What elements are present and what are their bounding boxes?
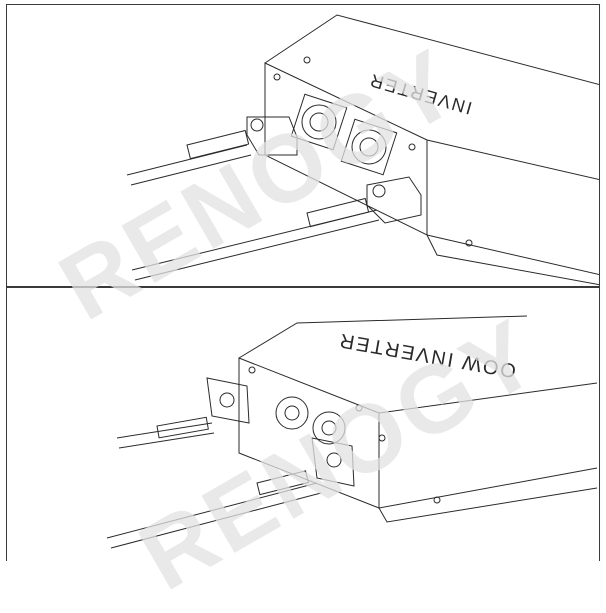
- inverter-top-edge: [238, 315, 528, 359]
- terminal-block-upper-hole: [219, 392, 235, 408]
- inverter-bottom-edge: [378, 467, 598, 509]
- upper-cable-line-a: [126, 144, 248, 176]
- fan-right-ring: [351, 129, 387, 165]
- screw: [408, 143, 416, 151]
- screw: [303, 56, 311, 64]
- terminal-upper: [246, 116, 298, 156]
- fan-left-ring: [275, 396, 309, 430]
- fan-left-ring: [301, 104, 337, 140]
- fan-left-hub: [309, 112, 329, 132]
- lower-cable-line-b: [110, 492, 322, 549]
- terminal-lower: [366, 176, 422, 224]
- fan-right-hub: [359, 137, 379, 157]
- screw: [248, 366, 256, 374]
- screw: [355, 404, 363, 412]
- fan-right-hub: [321, 420, 337, 436]
- terminal-lower-bolt: [372, 184, 386, 198]
- top-inverter-drawing: [126, 14, 599, 286]
- screw: [378, 434, 386, 442]
- lower-cable-line-a: [106, 482, 318, 539]
- bottom-illustration-panel: OOW INVERTER: [6, 287, 600, 561]
- upper-cable-sleeve: [156, 416, 209, 439]
- inverter-bottom-edge: [426, 234, 599, 276]
- terminal-block-lower-hole: [326, 452, 342, 468]
- mounting-flange: [426, 234, 599, 286]
- bottom-inverter-drawing: [106, 315, 598, 549]
- upper-cable-line-b: [118, 432, 215, 449]
- fan-right: [340, 118, 398, 176]
- inverter-top-edge: [264, 14, 599, 85]
- terminal-block-upper: [206, 377, 250, 424]
- terminal-block-lower: [311, 437, 355, 487]
- fan-left: [290, 93, 348, 151]
- lower-cable-line-b: [134, 219, 380, 281]
- screw: [273, 73, 281, 81]
- flange-hole: [465, 239, 473, 247]
- flange-hole: [433, 496, 441, 504]
- terminal-upper-bolt: [250, 118, 264, 132]
- upper-cable-line-a: [116, 422, 213, 439]
- top-illustration-panel: INVERTER: [6, 4, 600, 287]
- upper-cable-sleeve: [186, 129, 250, 160]
- upper-cable-line-b: [130, 154, 252, 186]
- inverter-side-edge: [426, 139, 599, 181]
- mounting-flange: [378, 487, 598, 523]
- fan-right-ring: [312, 411, 346, 445]
- inverter-side-edge: [378, 382, 598, 414]
- lower-cable-sleeve: [256, 470, 310, 496]
- fan-left-hub: [284, 405, 300, 421]
- lower-cable-sleeve: [306, 197, 370, 228]
